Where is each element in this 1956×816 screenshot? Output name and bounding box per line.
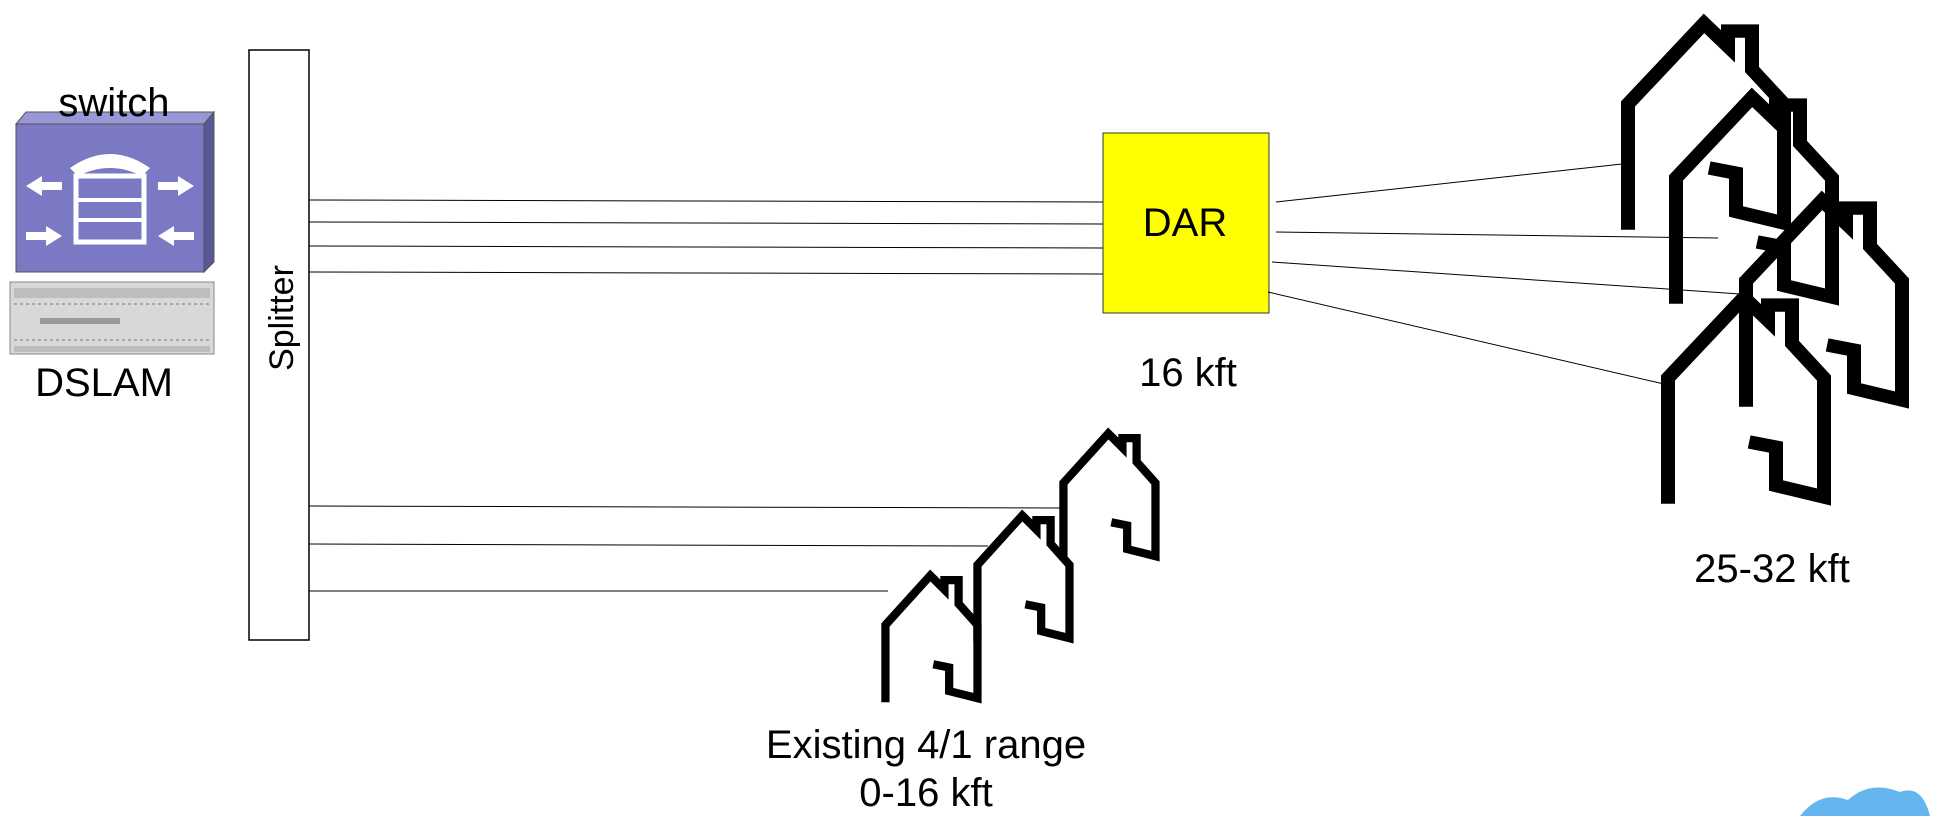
near-caption-line2: 0-16 kft [859, 771, 992, 815]
dar-distance-label: 16 kft [1139, 351, 1237, 395]
dslam-icon [9, 281, 215, 355]
lines-to-far-houses [1267, 163, 1741, 385]
near-house-2 [977, 515, 1069, 638]
near-caption-line1: Existing 4/1 range [766, 723, 1086, 767]
splitter-label: Splitter [263, 265, 301, 371]
switch-icon [14, 110, 216, 274]
dslam-label: DSLAM [35, 361, 173, 405]
near-house-1 [1063, 433, 1155, 556]
near-house-3 [885, 575, 977, 698]
far-distance-label: 25-32 kft [1694, 547, 1850, 591]
far-house-1 [1628, 23, 1784, 223]
splitter-box [248, 49, 310, 641]
switch-label: switch [58, 81, 169, 125]
watermark-icon [1800, 787, 1930, 816]
lines-to-dar [308, 199, 1104, 275]
dar-box [1102, 132, 1270, 314]
lines-to-near-houses [308, 505, 1063, 592]
dar-label: DAR [1143, 201, 1227, 245]
